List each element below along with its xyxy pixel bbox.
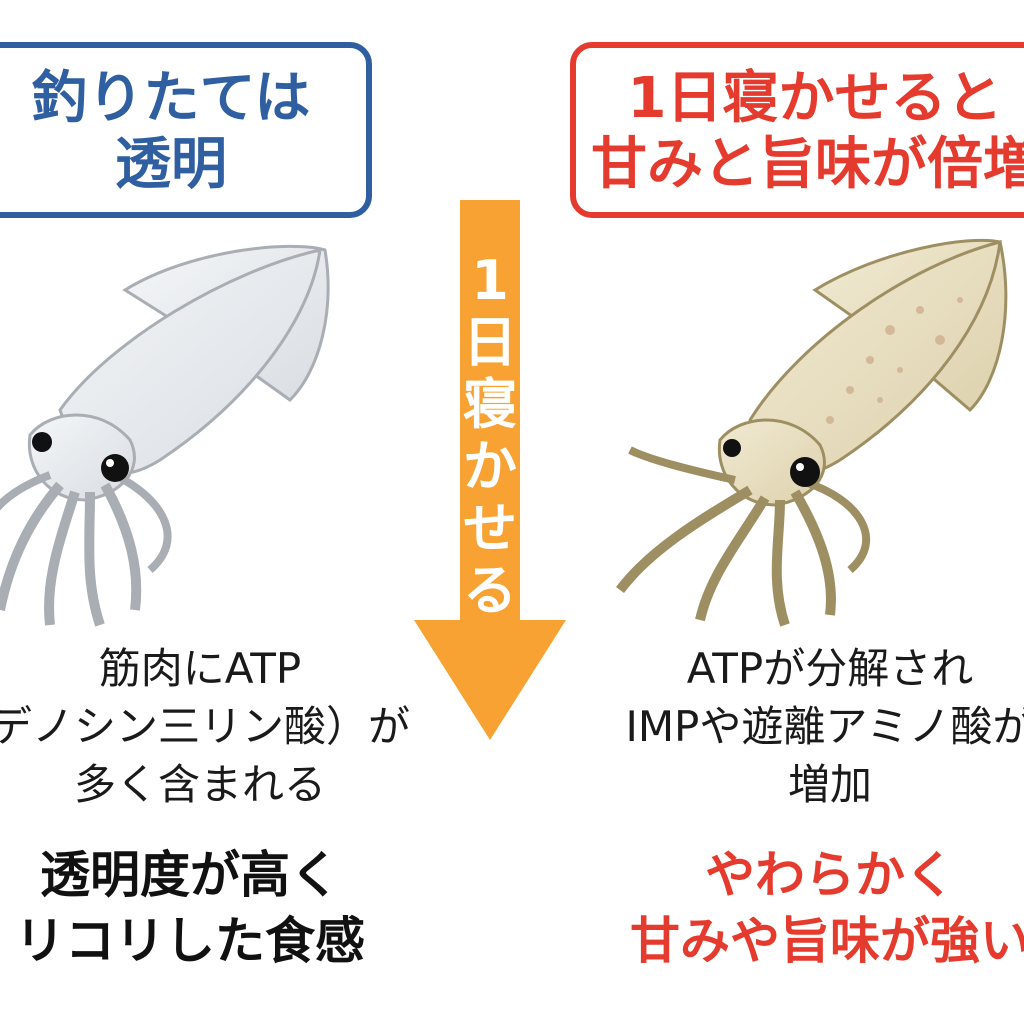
fresh-title-box: 釣りたては 透明 xyxy=(0,42,372,218)
fresh-squid-illustration xyxy=(0,244,330,627)
aged-title-box: 1日寝かせると 甘みと旨味が倍増 xyxy=(570,42,1024,218)
fresh-desc-line-2: デノシン三リン酸）が xyxy=(0,702,410,751)
down-arrow-icon xyxy=(414,200,566,740)
fresh-result-line-2: リコリした食感 xyxy=(15,912,365,970)
aged-desc-line-1: ATPが分解され xyxy=(686,644,974,693)
fresh-result: 透明度が高く リコリした食感 xyxy=(0,842,440,974)
aged-result: やわらかく 甘みや旨味が強い xyxy=(560,842,1024,974)
aged-title-line-1: 1日寝かせると xyxy=(627,66,1003,131)
fresh-description: 筋肉にATP デノシン三リン酸）が 多く含まれる xyxy=(0,640,460,814)
arrow-label: 1 日 寝 か せ る xyxy=(463,249,517,622)
aged-squid-illustration xyxy=(616,238,1008,627)
aged-title-line-2: 甘みと旨味が倍増 xyxy=(591,132,1024,197)
aged-result-line-1: やわらかく xyxy=(705,846,955,904)
fresh-desc-line-3: 多く含まれる xyxy=(73,760,326,809)
fresh-title-line-1: 釣りたては xyxy=(31,66,311,131)
aged-result-line-2: 甘みや旨味が強い xyxy=(630,912,1024,970)
aged-desc-line-2: IMPや遊離アミノ酸が xyxy=(625,702,1024,751)
fresh-title-line-2: 透明 xyxy=(115,132,227,197)
aged-description: ATPが分解され IMPや遊離アミノ酸が 増加 xyxy=(560,640,1024,814)
fresh-desc-line-1: 筋肉にATP xyxy=(98,644,302,693)
aged-desc-line-3: 増加 xyxy=(787,760,872,809)
fresh-result-line-1: 透明度が高く xyxy=(40,846,340,904)
